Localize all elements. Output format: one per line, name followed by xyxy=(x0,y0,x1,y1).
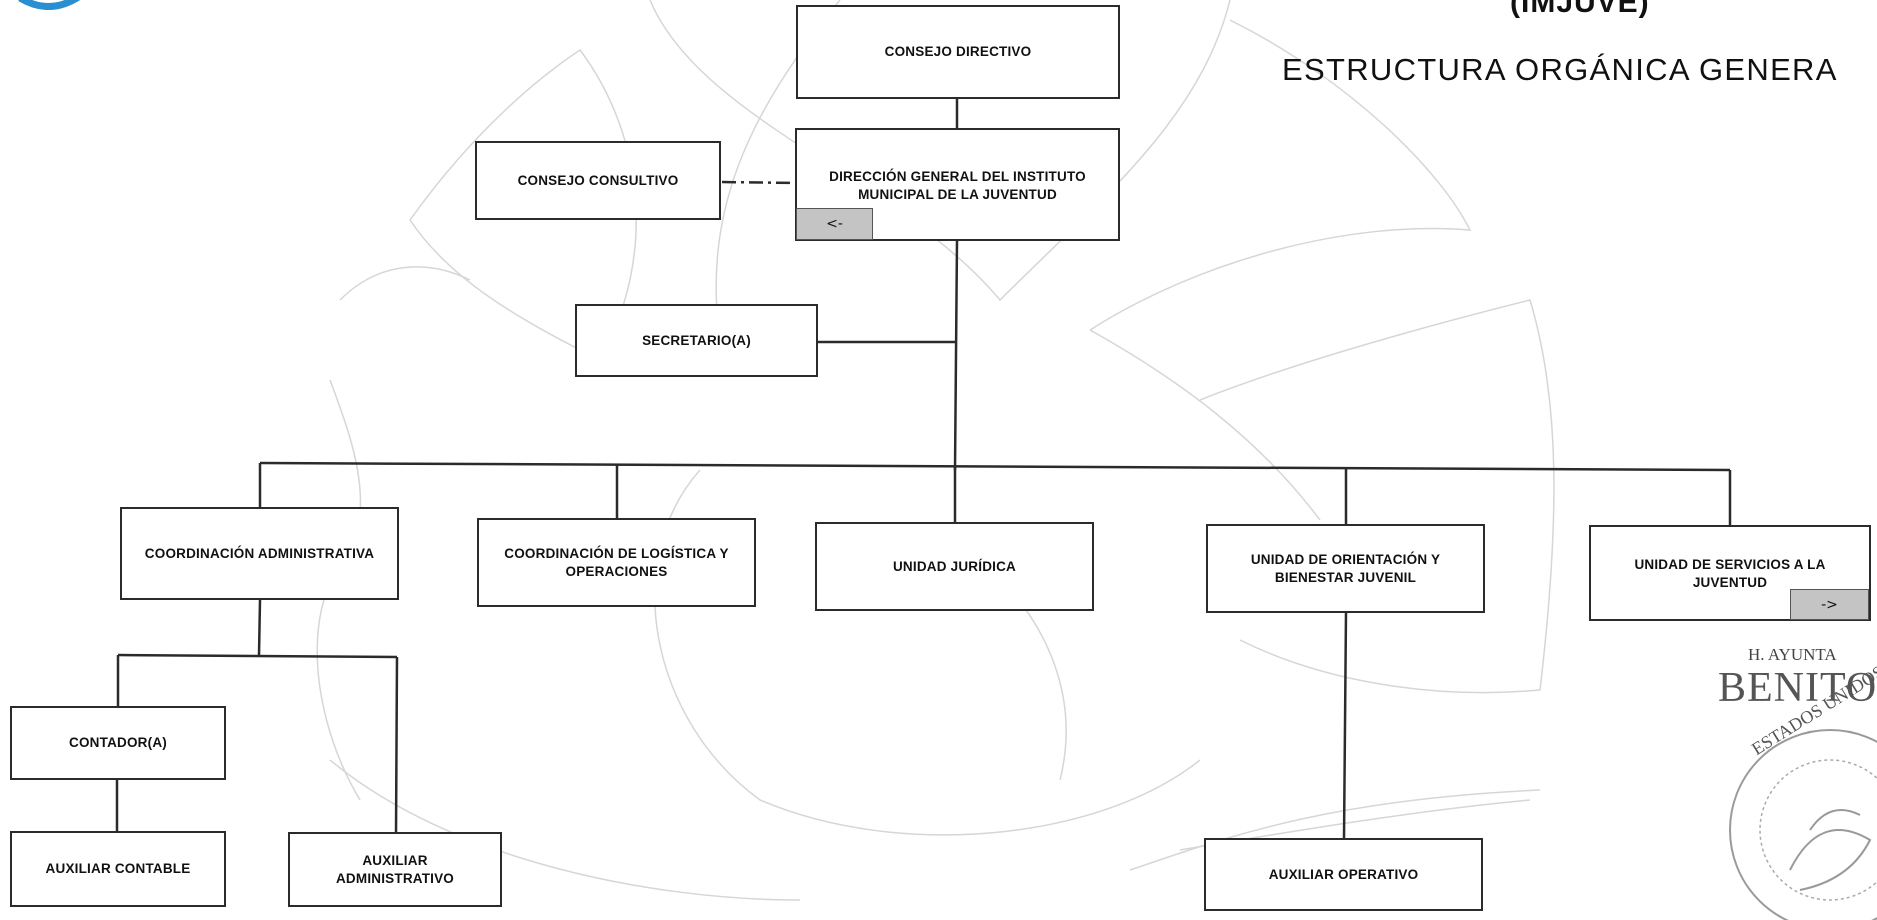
unidad-orientacion-box: UNIDAD DE ORIENTACIÓN Y BIENESTAR JUVENI… xyxy=(1206,524,1485,613)
back-button[interactable]: <- xyxy=(796,208,873,240)
direccion-general-label: DIRECCIÓN GENERAL DEL INSTITUTO MUNICIPA… xyxy=(829,169,1086,202)
auxiliar-contable-box: AUXILIAR CONTABLE xyxy=(10,831,226,907)
secretario-box: SECRETARIO(A) xyxy=(575,304,818,377)
consejo-consultivo-box: CONSEJO CONSULTIVO xyxy=(475,141,721,220)
national-seal-icon xyxy=(1729,729,1877,920)
unidad-juridica-box: UNIDAD JURÍDICA xyxy=(815,522,1094,611)
ayuntamiento-label: H. AYUNTA xyxy=(1748,645,1837,664)
coordinacion-administrativa-label: COORDINACIÓN ADMINISTRATIVA xyxy=(144,545,375,561)
unidad-orientacion-label: UNIDAD DE ORIENTACIÓN Y BIENESTAR JUVENI… xyxy=(1250,551,1441,585)
consejo-directivo-label: CONSEJO DIRECTIVO xyxy=(884,44,1032,59)
auxiliar-operativo-label: AUXILIAR OPERATIVO xyxy=(1268,866,1419,882)
page-title-acronym: (IMJUVE) xyxy=(1510,0,1650,19)
forward-button[interactable]: -> xyxy=(1790,589,1869,620)
auxiliar-administrativo-box: AUXILIAR ADMINISTRATIVO xyxy=(288,832,502,907)
auxiliar-operativo-box: AUXILIAR OPERATIVO xyxy=(1204,838,1483,911)
back-button-label: <- xyxy=(826,216,843,232)
coordinacion-administrativa-box: COORDINACIÓN ADMINISTRATIVA xyxy=(120,507,399,600)
logo-icon xyxy=(18,0,81,10)
coordinacion-logistica-box: COORDINACIÓN DE LOGÍSTICA Y OPERACIONES xyxy=(477,518,756,607)
unidad-servicios-label: UNIDAD DE SERVICIOS A LA JUVENTUD xyxy=(1634,557,1826,590)
consejo-consultivo-label: CONSEJO CONSULTIVO xyxy=(517,172,679,188)
unidad-juridica-label: UNIDAD JURÍDICA xyxy=(892,558,1016,574)
secretario-label: SECRETARIO(A) xyxy=(642,332,751,348)
auxiliar-contable-label: AUXILIAR CONTABLE xyxy=(45,861,191,876)
contador-label: CONTADOR(A) xyxy=(69,735,167,750)
page-subtitle: ESTRUCTURA ORGÁNICA GENERA xyxy=(1282,52,1838,87)
coordinacion-logistica-label: COORDINACIÓN DE LOGÍSTICA Y OPERACIONES xyxy=(504,545,729,579)
municipio-label: BENITO J xyxy=(1718,665,1877,711)
contador-box: CONTADOR(A) xyxy=(10,706,226,780)
consejo-directivo-box: CONSEJO DIRECTIVO xyxy=(796,5,1120,99)
forward-button-label: -> xyxy=(1821,596,1838,613)
auxiliar-administrativo-label: AUXILIAR ADMINISTRATIVO xyxy=(335,852,455,886)
direccion-general-box: DIRECCIÓN GENERAL DEL INSTITUTO MUNICIPA… xyxy=(795,128,1120,241)
